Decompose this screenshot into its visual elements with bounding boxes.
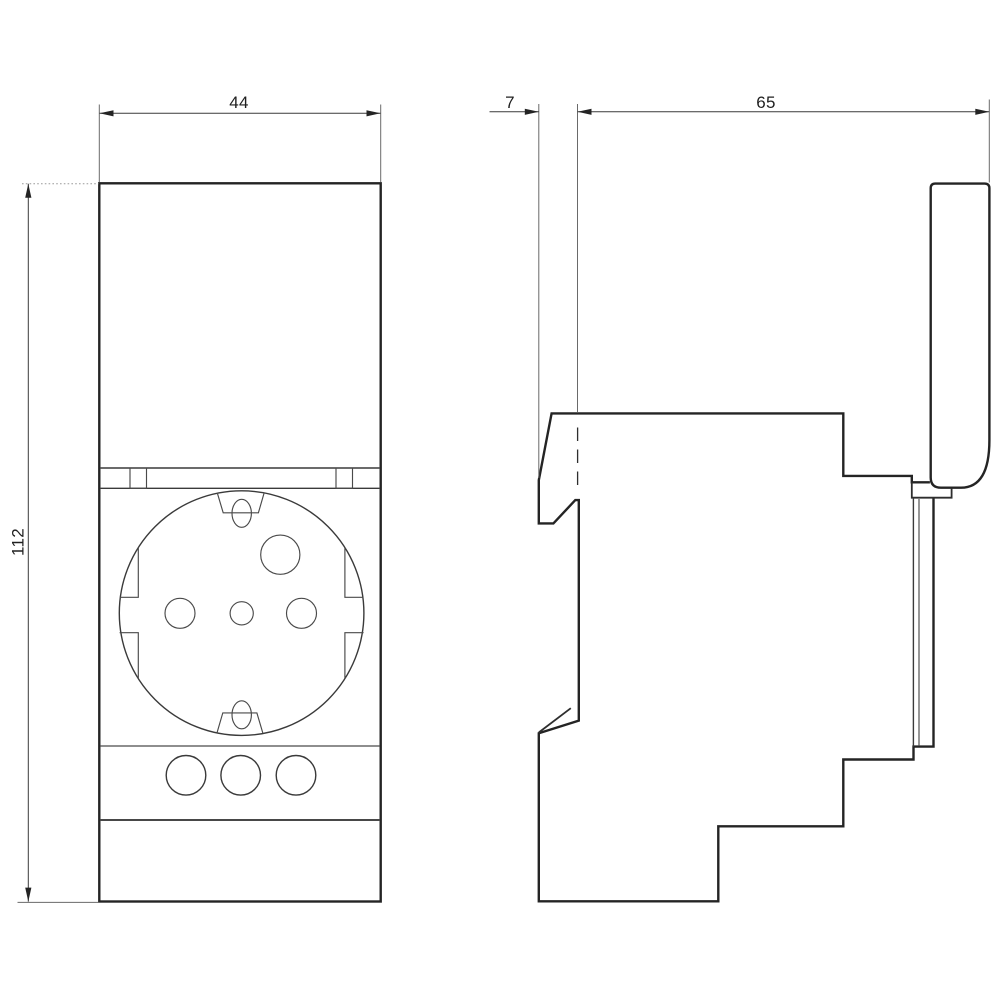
pin-hole-left [164, 597, 196, 629]
din-rail-clip-edge [538, 707, 572, 734]
earth-clip-top [216, 492, 265, 514]
front-height-label: 112 [8, 527, 28, 557]
dimension-side-7-65 [489, 99, 990, 478]
lid-hinge-step [910, 482, 953, 499]
height-arrowhead-top [25, 183, 32, 198]
control-knob-right [275, 754, 317, 796]
front-width-label: 44 [229, 93, 249, 112]
side-view [537, 182, 991, 903]
control-knob-center [220, 754, 262, 796]
dimension-height-112 [17, 183, 99, 903]
open-lid-profile [929, 182, 991, 489]
earth-contact-slot-bottom [231, 700, 252, 730]
side-notch-left [119, 547, 139, 679]
pin-hole-center [229, 601, 254, 626]
front-enclosure-outline [98, 182, 382, 903]
hinge-tab-right [335, 467, 354, 489]
earth-clip-bottom [216, 712, 264, 734]
side-notch-right [344, 547, 364, 679]
side-offset-label: 7 [505, 93, 515, 112]
pin-hole-right [285, 597, 318, 629]
side-depth-label: 65 [756, 93, 776, 112]
width-arrowhead-right [366, 110, 381, 117]
hinge-tab-left [129, 467, 148, 489]
width-arrowhead-left [99, 110, 114, 117]
depth-arrowhead-right [975, 108, 990, 115]
side-body-outline [537, 412, 935, 903]
front-view [98, 182, 382, 903]
socket-recess-circle [118, 490, 365, 737]
socket-hole-upper-right [260, 534, 301, 575]
depth-arrowhead-left [577, 108, 592, 115]
height-arrowhead-bottom [25, 887, 32, 902]
control-knob-left [165, 754, 207, 796]
dimension-width-44 [98, 104, 382, 182]
earth-contact-slot-top [231, 498, 252, 528]
offset-arrowhead [524, 108, 539, 115]
